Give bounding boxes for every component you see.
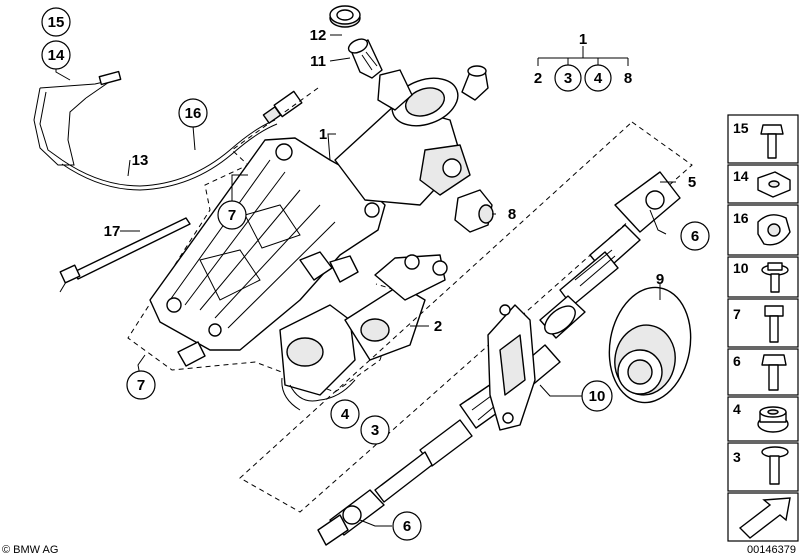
sidebar-label-10: 10: [733, 260, 749, 276]
set-group-parent-label: 1: [579, 31, 587, 48]
callout-7-upper: 7: [228, 207, 236, 224]
hex-bolt-icon: [761, 354, 787, 391]
callout-10: 10: [589, 388, 606, 405]
set-group-item-2: 2: [534, 70, 542, 87]
callout-17: 17: [104, 223, 121, 240]
callout-6-lower: 6: [403, 518, 411, 535]
sidebar-label-14: 14: [733, 168, 749, 184]
sidebar-label-3: 3: [733, 449, 741, 465]
bolt-icon: [760, 124, 784, 159]
lock-cylinder-parts: [329, 5, 383, 79]
cable-tie-17: [59, 217, 191, 293]
direction-arrow-icon: [738, 497, 791, 539]
adjustment-motor-2: [279, 251, 448, 411]
sidebar-label-7: 7: [733, 306, 741, 322]
callout-2: 2: [434, 318, 442, 335]
cap-8: [454, 189, 494, 233]
callout-11: 11: [310, 53, 326, 70]
set-group-item-4: 4: [594, 70, 603, 87]
sidebar-label-16: 16: [733, 210, 749, 226]
set-group-item-3: 3: [564, 70, 572, 87]
part-set-group: 1 2 3 4 8: [534, 31, 632, 92]
callout-3: 3: [371, 422, 379, 439]
callout-6-upper: 6: [691, 228, 699, 245]
callout-5: 5: [688, 174, 696, 191]
callout-4: 4: [341, 406, 350, 423]
flange-bolt-icon: [761, 262, 789, 293]
callout-7-lower: 7: [137, 377, 145, 394]
sidebar-label-4: 4: [733, 401, 741, 417]
sidebar-label-6: 6: [733, 353, 741, 369]
callout-12: 12: [310, 27, 327, 44]
callout-8: 8: [508, 206, 516, 223]
seal-boot-9: [608, 286, 692, 404]
callout-15: 15: [48, 14, 65, 31]
set-group-item-8: 8: [624, 70, 632, 87]
clip-nut-icon: [757, 171, 791, 198]
callout-9: 9: [656, 271, 664, 288]
callout-1: 1: [319, 126, 327, 143]
small-parts-sidebar: 15 14 16 10 7 6 4: [727, 114, 799, 542]
bolt-icon: [764, 305, 784, 343]
callout-14: 14: [48, 47, 65, 64]
grommet-icon: [757, 406, 789, 433]
callout-16: 16: [185, 105, 202, 122]
sidebar-label-15: 15: [733, 120, 749, 136]
callout-13: 13: [132, 152, 149, 169]
steering-column-housing-1: [149, 65, 489, 351]
screw-icon: [761, 446, 789, 485]
diagram-number: 00146379: [747, 544, 796, 556]
cable-clip-icon: [757, 214, 791, 246]
brand-footer: © BMW AG: [2, 544, 58, 556]
bracket-10: [487, 304, 536, 431]
wiring-harness-13: [33, 70, 303, 191]
